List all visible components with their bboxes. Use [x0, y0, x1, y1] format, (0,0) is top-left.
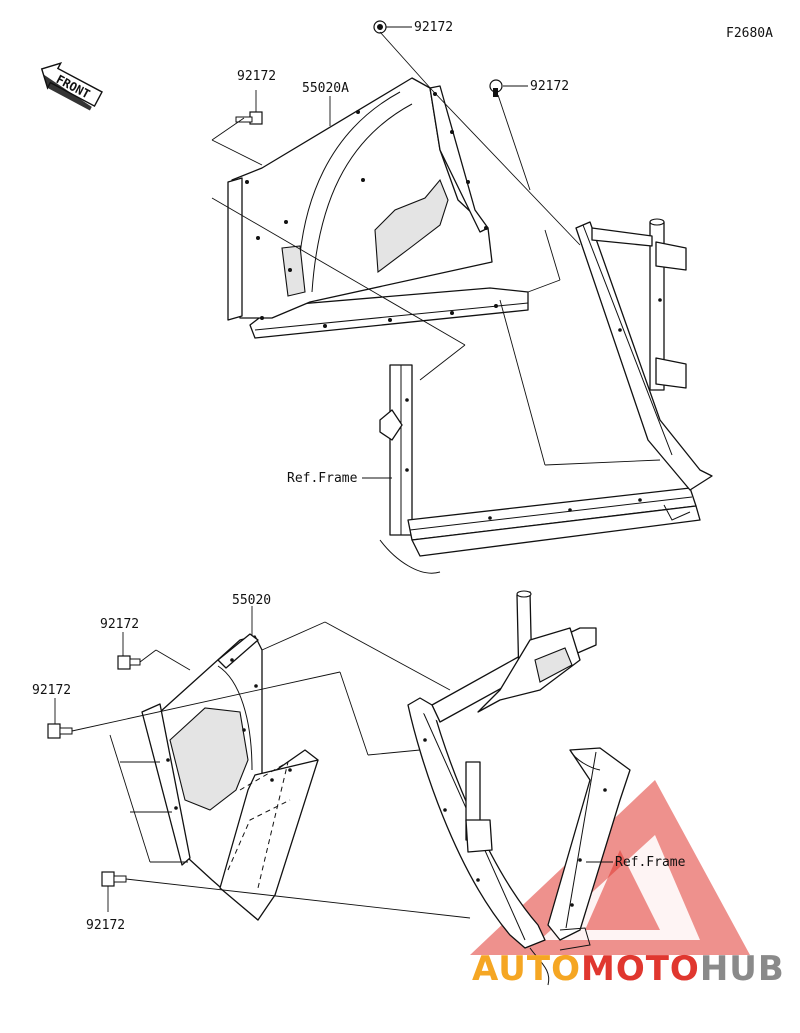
lower-reference-frame	[407, 590, 631, 986]
svg-text:AUTOMOTOHUB: AUTOMOTOHUB	[472, 949, 785, 989]
bolt-label-upper-left: 92172	[237, 69, 276, 84]
watermark-moto: MOTO	[581, 949, 700, 989]
bolt-icon-lower-3	[101, 871, 127, 887]
upper-mount-holes	[245, 92, 498, 328]
lower-leader-lines	[54, 606, 471, 919]
bolt-label-top-center: 92172	[414, 20, 453, 35]
bolt-icon-upper-left	[235, 111, 263, 125]
ref-frame-label-upper: Ref.Frame	[287, 471, 358, 486]
upper-reference-frame	[379, 218, 713, 574]
figure-code: F2680A	[726, 26, 773, 41]
lower-guard-55020	[141, 633, 319, 921]
bolt-label-top-right: 92172	[530, 79, 569, 94]
ref-frame-label-lower: Ref.Frame	[615, 855, 686, 870]
upper-guard-55020A	[227, 77, 529, 339]
bolt-label-lower-1: 92172	[100, 617, 139, 632]
watermark-text: AUTOMOTOHUB	[472, 949, 785, 989]
upper-leader-lines	[211, 26, 661, 466]
front-arrow-icon: FRONT	[40, 62, 103, 111]
bolt-icon-lower-2	[47, 723, 73, 739]
part-label-55020A: 55020A	[302, 81, 349, 96]
part-label-55020: 55020	[232, 593, 271, 608]
watermark-hub: HUB	[700, 949, 785, 989]
bolt-label-lower-3: 92172	[86, 918, 125, 933]
bolt-label-lower-2: 92172	[32, 683, 71, 698]
bolt-icon-top-right	[489, 79, 503, 97]
bolt-icon-lower-1	[117, 655, 141, 670]
watermark-auto: AUTO	[472, 949, 581, 989]
bolt-icon-top-center	[373, 20, 387, 34]
